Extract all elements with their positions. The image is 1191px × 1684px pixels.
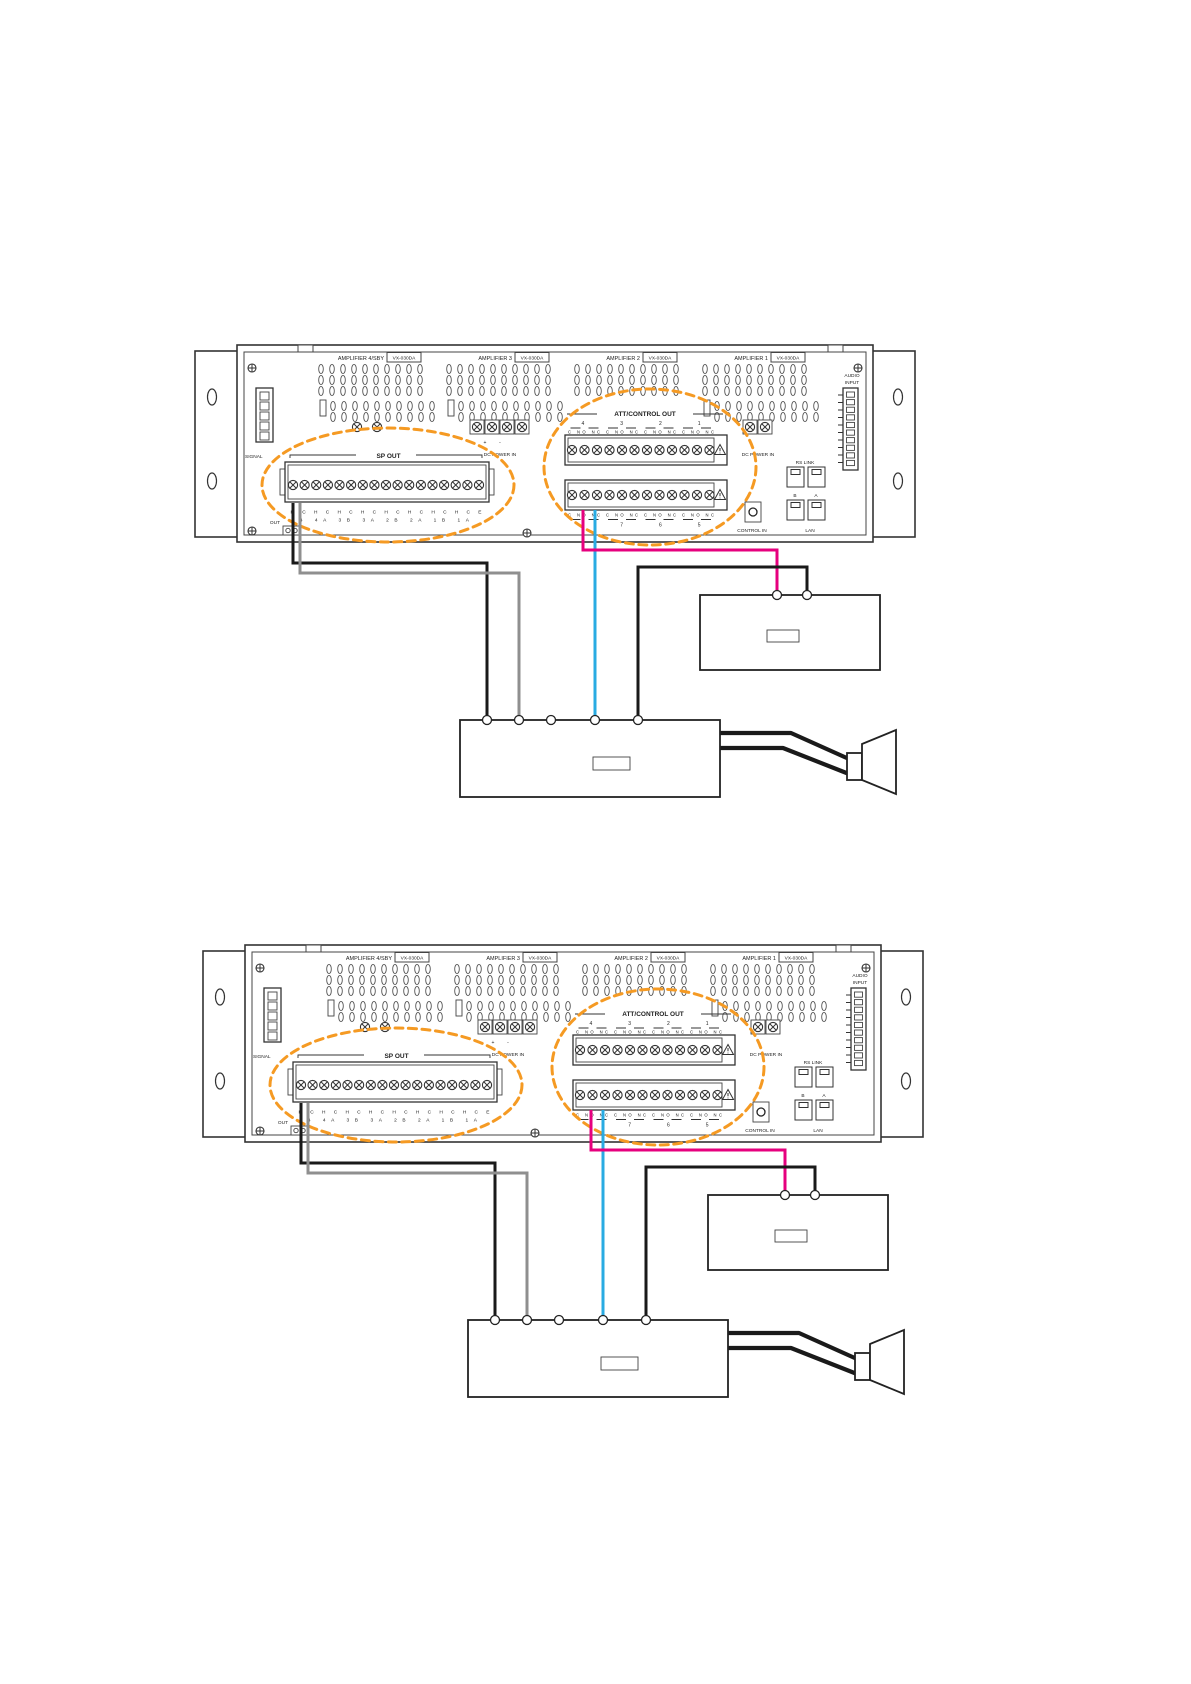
- diagram-instance-top: [195, 345, 915, 797]
- diagram-instance-bottom: [203, 945, 923, 1397]
